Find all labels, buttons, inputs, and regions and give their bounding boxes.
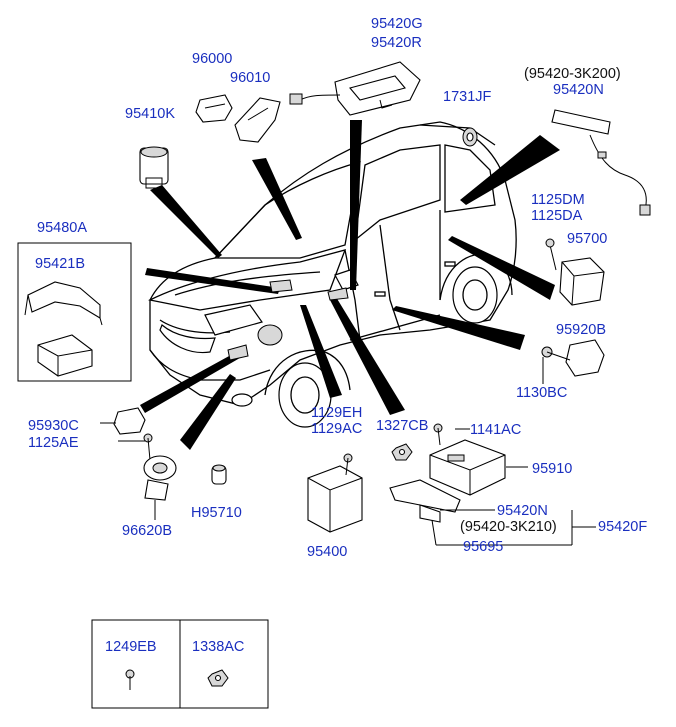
part-95410k-switch[interactable] xyxy=(139,146,169,189)
label-1141ac[interactable]: 1141AC xyxy=(470,422,521,438)
label-95910[interactable]: 95910 xyxy=(532,461,572,477)
part-95480a-group[interactable] xyxy=(17,242,132,382)
leader-95420g xyxy=(350,120,362,290)
label-96000[interactable]: 96000 xyxy=(192,51,232,67)
label-95421b[interactable]: 95421B xyxy=(35,256,85,272)
label-95420r[interactable]: 95420R xyxy=(371,35,422,51)
label-h95710[interactable]: H95710 xyxy=(191,505,242,521)
part-95930c-sensor[interactable] xyxy=(113,407,153,461)
leader-95420n-top xyxy=(460,135,560,205)
label-95420-3k200[interactable]: (95420-3K200) xyxy=(524,66,621,82)
label-95400[interactable]: 95400 xyxy=(307,544,347,560)
part-96010-sensor[interactable] xyxy=(234,97,281,143)
label-1731jf[interactable]: 1731JF xyxy=(443,89,492,105)
label-95420n-top[interactable]: 95420N xyxy=(553,82,604,98)
part-95400-module[interactable] xyxy=(307,453,363,533)
part-95695-bracket[interactable] xyxy=(389,479,461,523)
label-95410k[interactable]: 95410K xyxy=(125,106,175,122)
part-96620b-horn[interactable] xyxy=(143,455,177,501)
group-box-95480a xyxy=(17,242,132,382)
leader-95400 xyxy=(300,305,342,398)
fastener-inset xyxy=(91,619,269,709)
part-1249eb-bolt[interactable] xyxy=(125,669,135,690)
part-h95710-clip[interactable] xyxy=(211,464,227,485)
part-1731jf-grommet[interactable] xyxy=(462,127,478,147)
label-1125ae[interactable]: 1125AE xyxy=(28,435,79,451)
part-labels: 95420G 95420R 96000 96010 95410K 1731JF … xyxy=(28,16,647,655)
leader-95930c xyxy=(140,350,245,413)
label-1327cb[interactable]: 1327CB xyxy=(376,418,428,434)
callout-lines xyxy=(100,357,596,546)
part-95910-control-unit[interactable] xyxy=(429,439,506,496)
label-96010[interactable]: 96010 xyxy=(230,70,270,86)
part-95420n-top-harness[interactable] xyxy=(551,109,651,216)
leader-95421b xyxy=(145,268,280,294)
part-1327cb-nut[interactable] xyxy=(391,443,413,461)
part-95920b-sensor[interactable] xyxy=(541,339,605,377)
leader-95910 xyxy=(330,297,405,415)
label-95700[interactable]: 95700 xyxy=(567,231,607,247)
label-95930c[interactable]: 95930C xyxy=(28,418,79,434)
label-1249eb[interactable]: 1249EB xyxy=(105,639,157,655)
label-95920b[interactable]: 95920B xyxy=(556,322,606,338)
label-95480a[interactable]: 95480A xyxy=(37,220,87,236)
label-95420g[interactable]: 95420G xyxy=(371,16,423,32)
leader-96010 xyxy=(252,158,302,240)
label-95420n-bottom[interactable]: 95420N xyxy=(497,503,548,519)
label-1129eh[interactable]: 1129EH xyxy=(311,405,362,421)
leader-95410k xyxy=(150,185,222,258)
label-1338ac[interactable]: 1338AC xyxy=(192,639,244,655)
leader-95920b xyxy=(392,306,525,350)
label-1125da[interactable]: 1125DA xyxy=(531,208,583,224)
part-95700-sensor[interactable] xyxy=(545,238,605,306)
label-1130bc[interactable]: 1130BC xyxy=(516,385,567,401)
car-marker-parts xyxy=(227,279,349,361)
part-96000-module[interactable] xyxy=(195,94,233,123)
leader-95700 xyxy=(448,236,555,300)
leader-lines xyxy=(140,120,560,450)
part-1338ac-nut[interactable] xyxy=(207,669,229,687)
part-95420g-bracket[interactable] xyxy=(289,61,421,116)
part-1141ac-bolt[interactable] xyxy=(433,423,443,446)
label-95695[interactable]: 95695 xyxy=(463,539,503,555)
label-96620b[interactable]: 96620B xyxy=(122,523,172,539)
label-95420-3k210[interactable]: (95420-3K210) xyxy=(460,519,557,535)
label-1125dm[interactable]: 1125DM xyxy=(531,192,585,208)
label-95420f[interactable]: 95420F xyxy=(598,519,647,535)
vehicle-illustration xyxy=(148,121,517,428)
label-1129ac[interactable]: 1129AC xyxy=(311,421,362,437)
leader-96620b xyxy=(180,374,236,450)
